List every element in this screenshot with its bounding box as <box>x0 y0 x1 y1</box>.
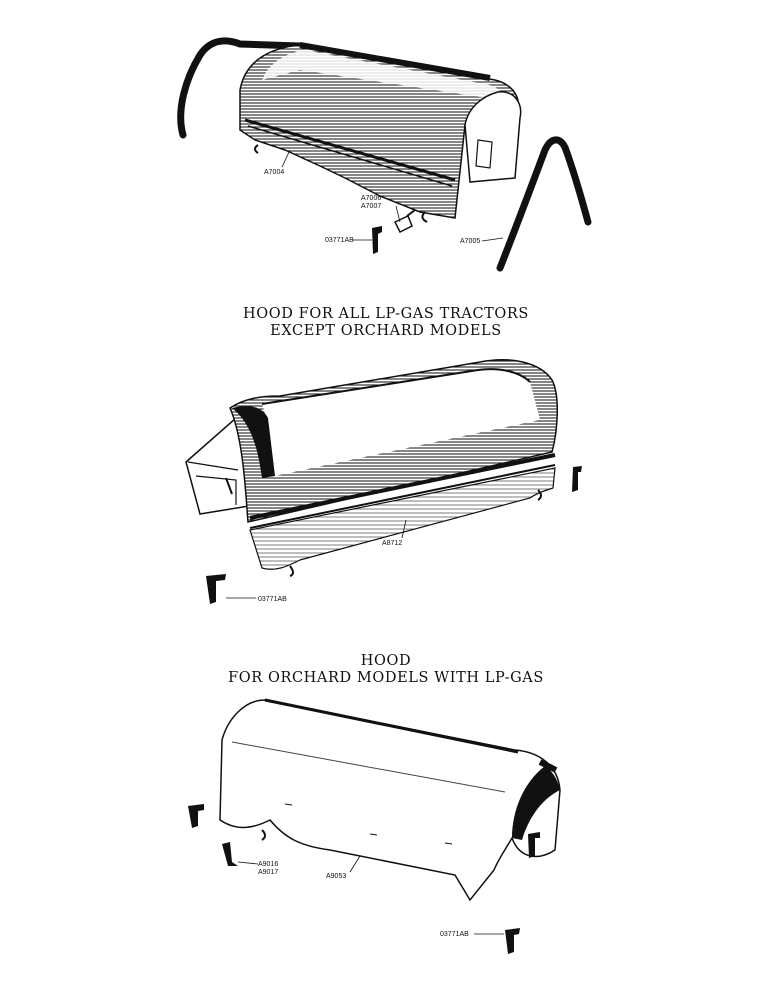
caption-line: FOR ORCHARD MODELS WITH LP-GAS <box>228 670 544 686</box>
label-03771ab-3: 03771AB <box>440 931 469 938</box>
left-strip-a7005 <box>177 37 304 139</box>
right-strip-a7005 <box>496 136 592 272</box>
label-a7006: A7006 <box>361 195 381 202</box>
hood-assembly-3 <box>188 698 561 954</box>
callouts-1: A7004 A7006 A7007 03771AB A7005 <box>264 149 504 245</box>
caption-orchard-hood: HOOD FOR ORCHARD MODELS WITH LP-GAS <box>0 653 772 687</box>
caption-line: HOOD FOR ALL LP-GAS TRACTORS <box>243 306 529 322</box>
label-a7004: A7004 <box>264 169 284 176</box>
label-a8712: A8712 <box>382 540 402 547</box>
callouts-3: A9016 A9017 A9053 03771AB <box>237 855 504 938</box>
callouts-2: A8712 03771AB <box>226 519 407 603</box>
hood-assembly-2 <box>185 359 582 604</box>
label-a9016: A9016 <box>258 861 278 868</box>
label-03771ab-1: 03771AB <box>325 237 354 244</box>
caption-line: HOOD <box>360 653 412 669</box>
label-03771ab-2: 03771AB <box>258 596 287 603</box>
caption-lp-gas-hood: HOOD FOR ALL LP-GAS TRACTORS EXCEPT ORCH… <box>0 306 772 340</box>
label-a7007: A7007 <box>361 203 381 210</box>
label-a7005: A7005 <box>460 238 480 245</box>
label-a9017: A9017 <box>258 869 278 876</box>
caption-line: EXCEPT ORCHARD MODELS <box>270 323 502 339</box>
hood-assembly-1 <box>177 37 592 272</box>
label-a9053: A9053 <box>326 873 346 880</box>
